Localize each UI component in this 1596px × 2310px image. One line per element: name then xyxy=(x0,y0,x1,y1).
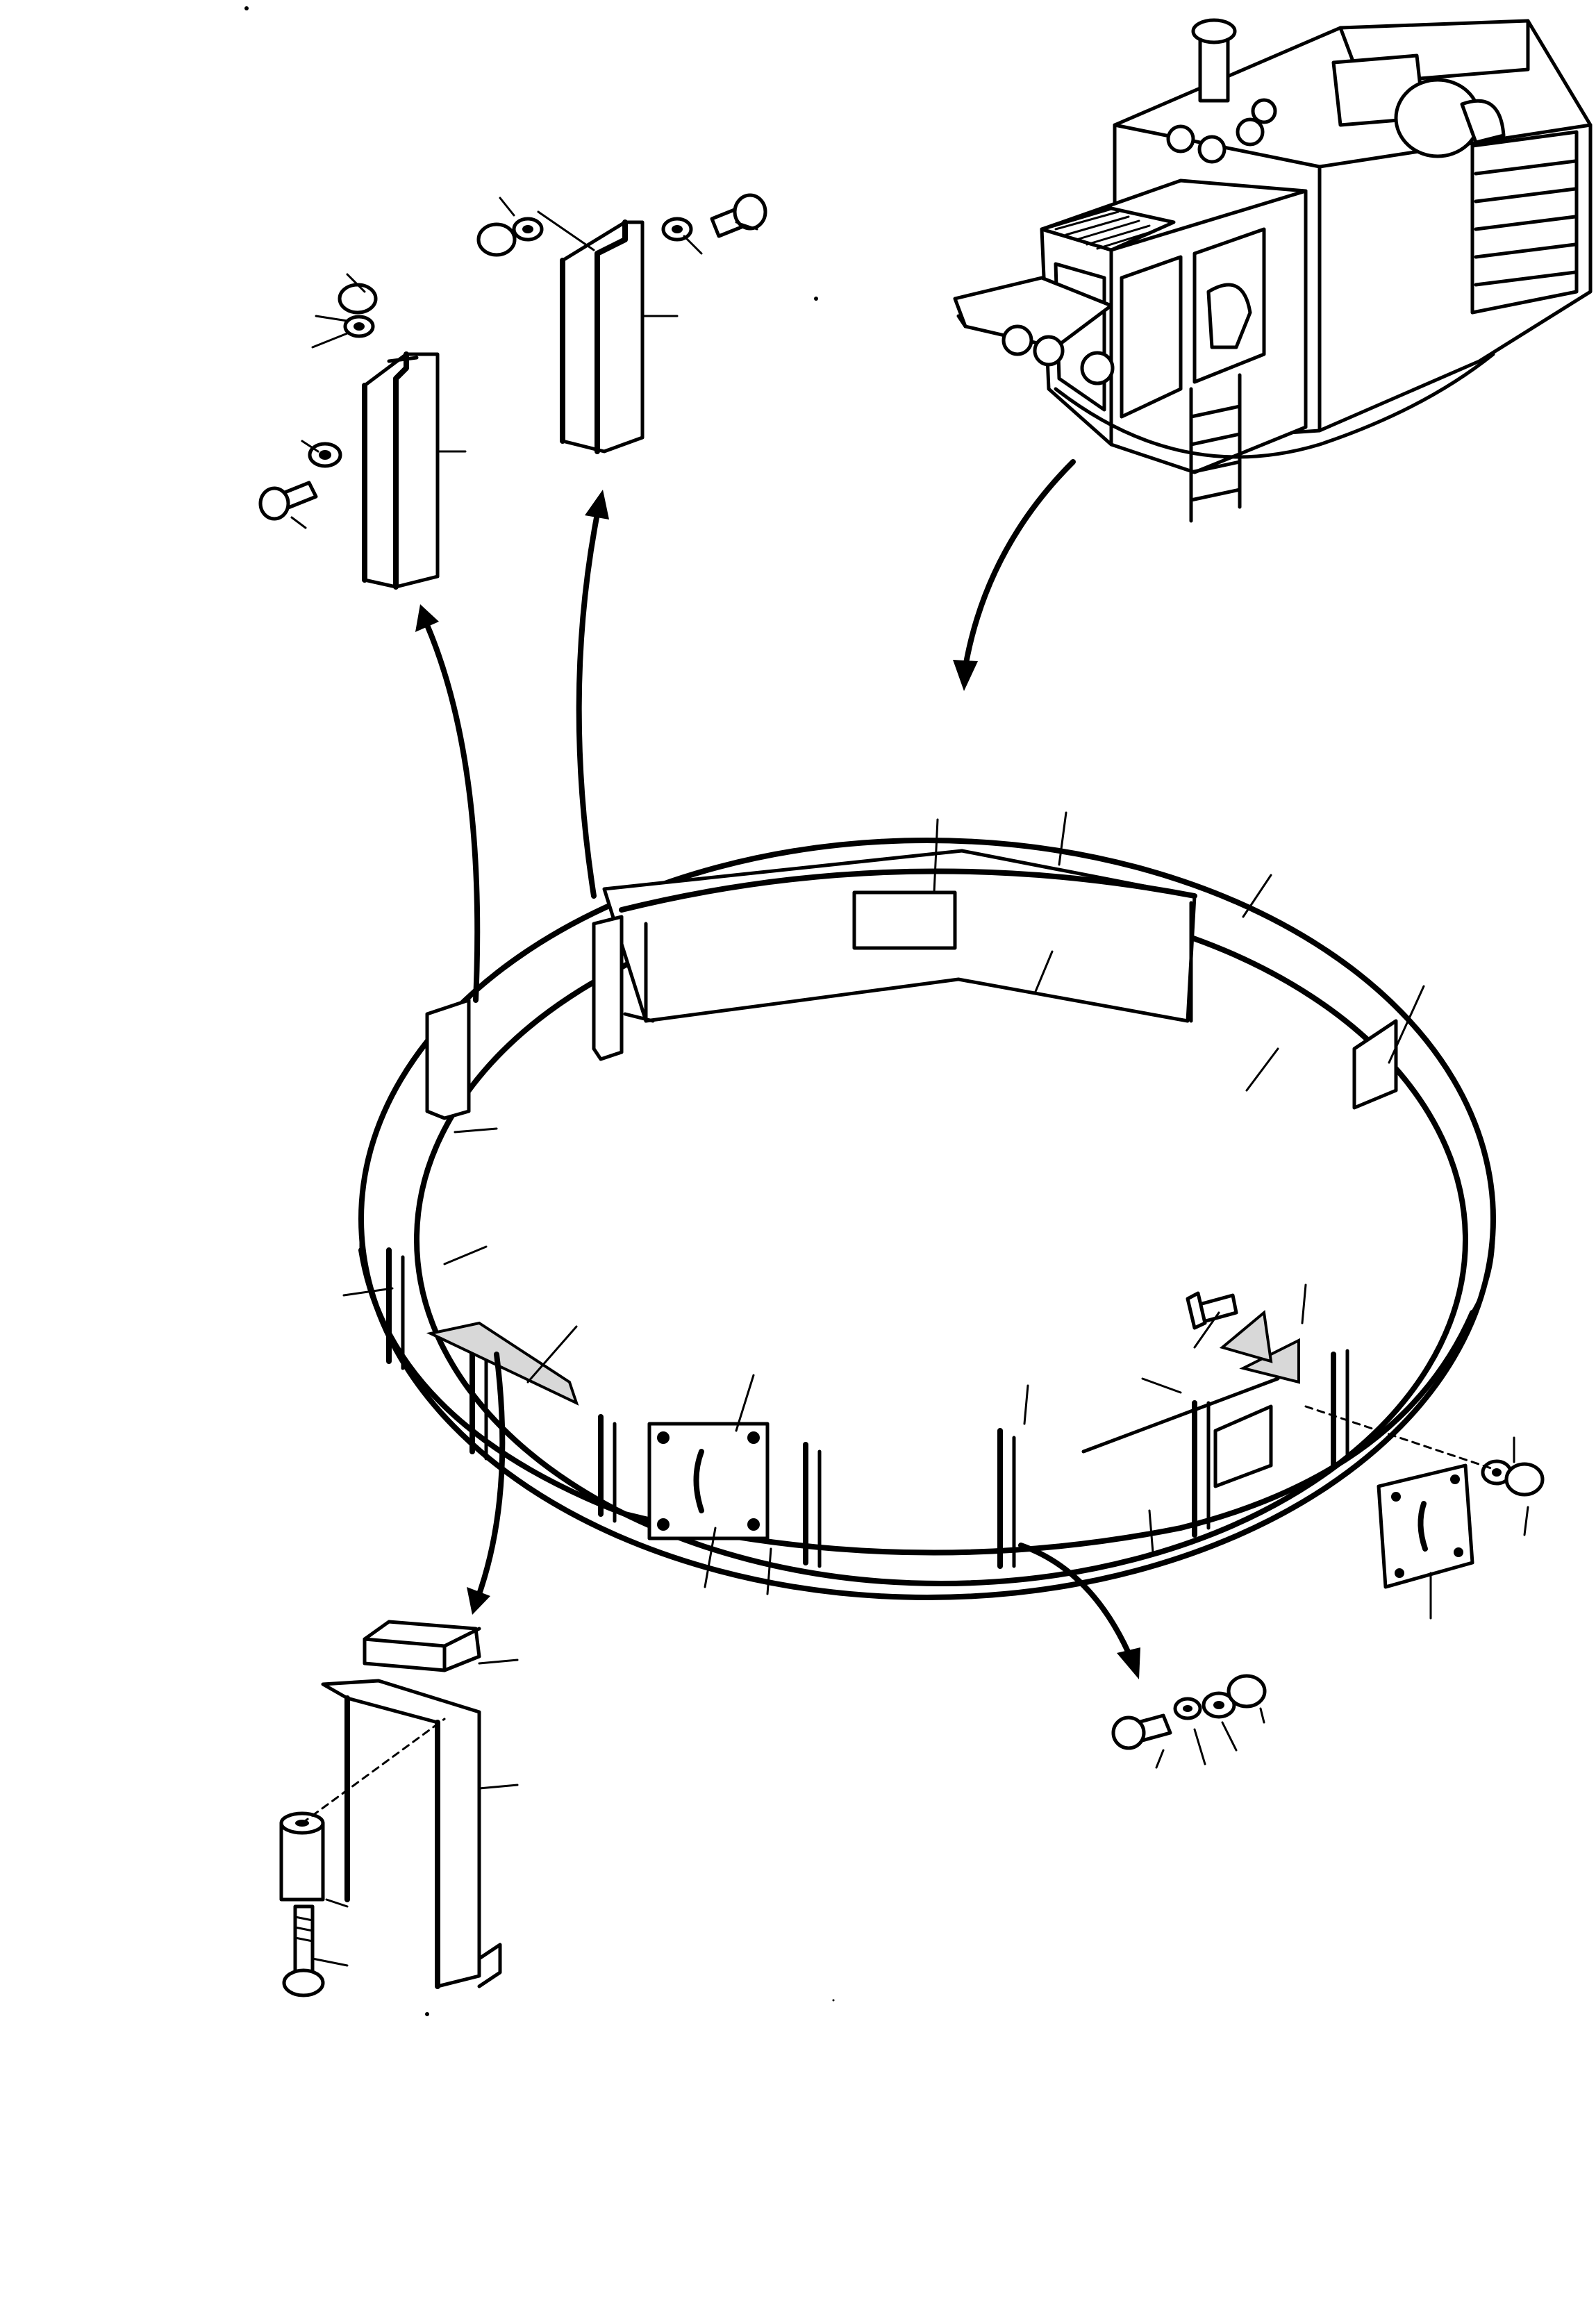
vertical-guard-plate-left xyxy=(258,283,440,590)
vertical-guard-plate-center xyxy=(476,193,767,454)
arrow-machine-to-ring xyxy=(953,459,1076,691)
counterweight-ring-guard xyxy=(358,838,1496,1600)
registration-dot xyxy=(244,6,249,10)
arrow-ring-to-bottom-right-fasteners xyxy=(1018,1543,1140,1679)
arrow-ring-to-bottom-left-guard xyxy=(467,1352,506,1615)
registration-dot xyxy=(425,2012,429,2016)
machine-upper-structure xyxy=(953,18,1593,523)
bolt-washers-nut xyxy=(1111,1674,1267,1750)
arrow-ring-to-top-center-guard xyxy=(576,490,609,899)
bracket-with-pad xyxy=(279,1620,502,1997)
leader-lines xyxy=(290,197,1529,2002)
arrow-ring-to-top-left-guard xyxy=(415,604,481,1003)
access-cover-plate xyxy=(1304,1405,1545,1589)
registration-dot xyxy=(814,297,818,301)
